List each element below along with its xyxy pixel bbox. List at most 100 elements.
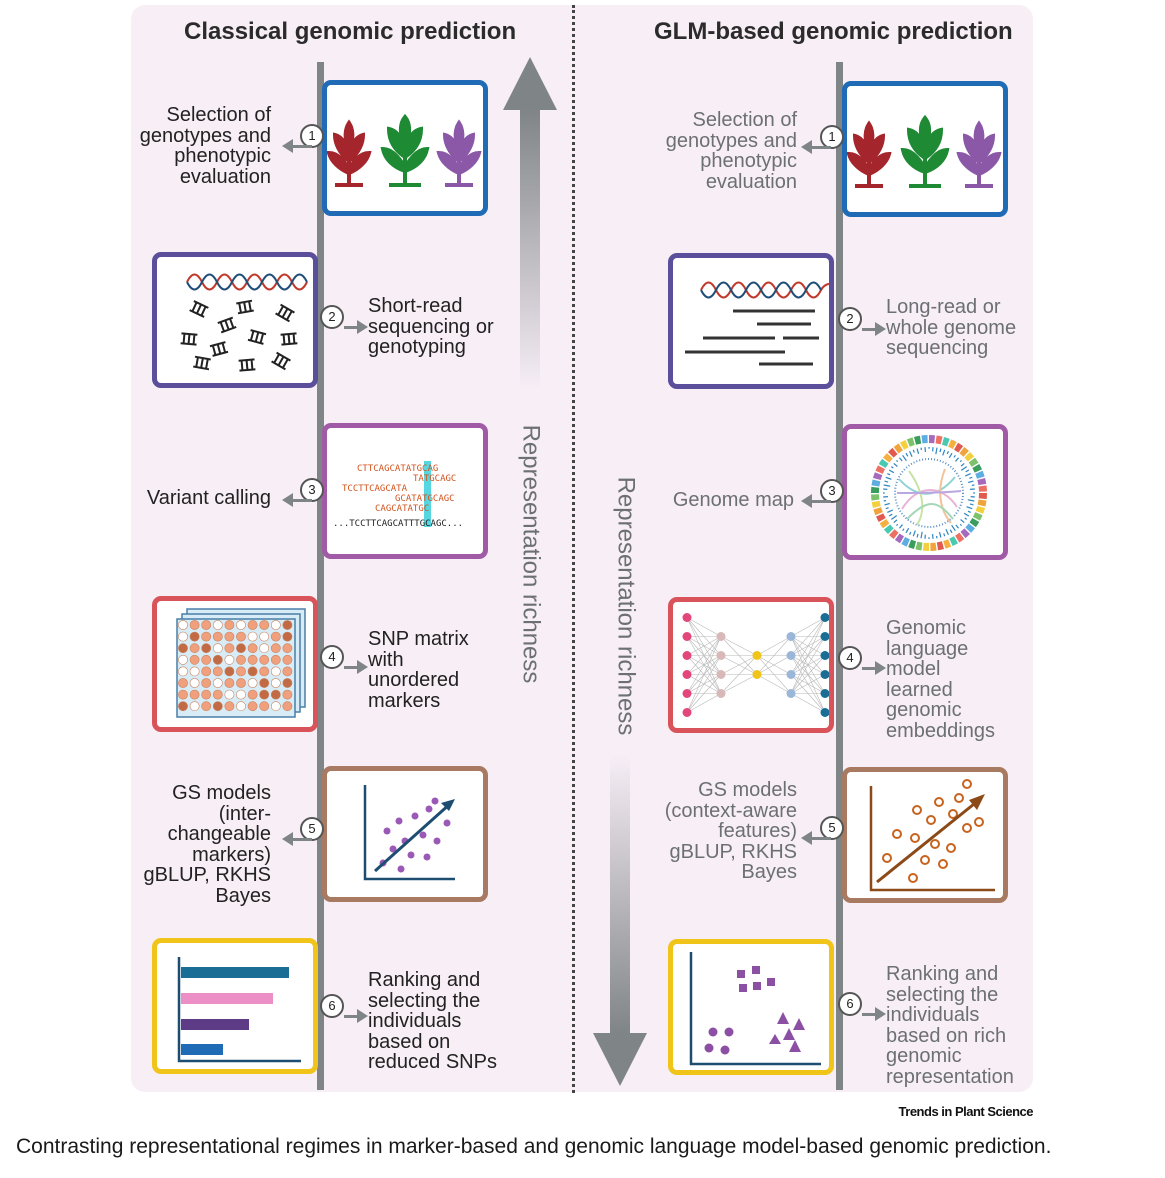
snp-marker xyxy=(189,701,200,712)
classical-plants-panel xyxy=(322,80,488,216)
snp-marker xyxy=(270,678,281,688)
glm-gs-model-panel xyxy=(842,767,1008,903)
snp-marker xyxy=(189,631,200,642)
snp-marker xyxy=(236,654,246,665)
coverage-tick xyxy=(948,452,953,459)
coverage-tick xyxy=(916,448,920,454)
snp-marker xyxy=(282,620,293,630)
coverage-tick xyxy=(898,524,903,529)
chromosome-segment xyxy=(943,539,952,549)
classical-step-6-label: Ranking and selecting the individuals ba… xyxy=(368,969,497,1073)
coverage-tick xyxy=(967,510,971,513)
nn-edge xyxy=(790,617,826,694)
plants-icon xyxy=(327,113,482,187)
plants-icon xyxy=(847,114,1002,188)
snp-marker xyxy=(212,689,223,700)
nn-node xyxy=(820,689,829,698)
snp-marker xyxy=(247,701,258,712)
coverage-tick xyxy=(884,480,889,483)
glm-title: GLM-based genomic prediction xyxy=(654,18,1013,45)
coverage-tick xyxy=(896,523,899,526)
glm-step-5-badge: 5 xyxy=(820,816,844,840)
coverage-tick xyxy=(893,519,898,524)
snp-marker xyxy=(224,701,235,712)
coverage-tick xyxy=(902,454,907,462)
classical-step-4-badge: 4 xyxy=(320,645,344,669)
snp-matrix-icon xyxy=(176,608,306,718)
snp-marker xyxy=(259,620,270,630)
snp-marker xyxy=(201,631,212,642)
nn-node xyxy=(716,670,726,679)
chromosome-segment xyxy=(972,464,982,473)
chromosome-segment xyxy=(913,435,922,445)
glm-step-6-arrow xyxy=(862,1007,886,1021)
chromosome-segment xyxy=(930,542,937,551)
snp-marker xyxy=(212,654,223,665)
nn-edge xyxy=(686,674,722,713)
coverage-tick xyxy=(969,476,973,479)
snp-marker xyxy=(201,689,212,700)
snp-marker xyxy=(224,620,235,630)
snp-marker xyxy=(201,620,212,630)
coverage-tick xyxy=(955,524,960,529)
snp-marker xyxy=(212,620,223,630)
classical-step-3-label: Variant calling xyxy=(146,487,271,509)
classical-step-1-arrow xyxy=(282,139,312,153)
classical-timeline xyxy=(317,62,324,1090)
nn-edge xyxy=(790,693,826,713)
classical-step-2-badge: 2 xyxy=(320,305,344,329)
coverage-tick xyxy=(945,528,949,535)
coverage-tick xyxy=(953,454,956,458)
coverage-tick xyxy=(960,519,965,524)
snp-marker xyxy=(201,666,212,677)
snp-marker xyxy=(224,689,235,700)
coverage-tick xyxy=(912,530,916,537)
nn-node xyxy=(786,632,796,641)
neural-network-icon xyxy=(682,613,829,717)
coverage-tick xyxy=(909,451,913,458)
nn-edge xyxy=(756,655,792,675)
coverage-tick xyxy=(967,499,975,502)
nn-node xyxy=(752,651,762,660)
snp-marker xyxy=(259,631,270,642)
glm-ranking-panel xyxy=(668,939,834,1075)
nn-edge xyxy=(720,636,758,656)
seq-line-4: GCATATGCAGC xyxy=(395,494,455,504)
nn-edge xyxy=(790,674,826,694)
snp-marker xyxy=(224,666,235,677)
classical-step-5-label: GS models (inter- changeable markers) gB… xyxy=(143,782,271,907)
coverage-tick xyxy=(935,447,938,455)
coverage-tick xyxy=(959,523,962,526)
chromosome-segment xyxy=(975,505,986,514)
nn-edge xyxy=(720,674,758,694)
coverage-tick xyxy=(959,460,962,463)
chromosome-segment xyxy=(906,437,915,447)
snp-marker xyxy=(247,689,258,700)
classical-step-6-badge: 6 xyxy=(320,994,344,1018)
snp-marker xyxy=(236,666,246,677)
glm-step-3-label: Genome map xyxy=(672,489,794,511)
classical-step-2-arrow xyxy=(344,320,368,334)
chromosome-segment xyxy=(873,507,883,516)
chromosome-segment xyxy=(978,485,987,492)
glm-neural-net-panel xyxy=(668,597,834,733)
coverage-tick xyxy=(887,509,894,513)
snp-marker xyxy=(212,631,223,642)
coverage-tick xyxy=(960,466,968,471)
glm-step-2-label: Long-read or whole genome sequencing xyxy=(886,296,1017,359)
nn-edge xyxy=(790,636,826,694)
chromosome-segment xyxy=(978,493,987,500)
coverage-tick xyxy=(968,480,974,484)
nn-edge xyxy=(790,617,826,675)
classical-variant-panel: CTTCAGCATATGCAG TATGCAGC TCCTTCAGCATA GC… xyxy=(322,423,488,559)
chromosome-segment xyxy=(883,524,894,535)
glm-step-2-badge: 2 xyxy=(838,307,862,331)
chromosome-segment xyxy=(941,436,950,447)
chromosome-segment xyxy=(901,536,910,547)
nn-edge xyxy=(790,655,826,694)
snp-marker xyxy=(224,643,235,654)
chromosome-segment xyxy=(889,529,899,540)
chromosome-segment xyxy=(977,499,987,507)
ranking-bars-icon xyxy=(177,957,301,1063)
coverage-tick xyxy=(964,473,971,477)
